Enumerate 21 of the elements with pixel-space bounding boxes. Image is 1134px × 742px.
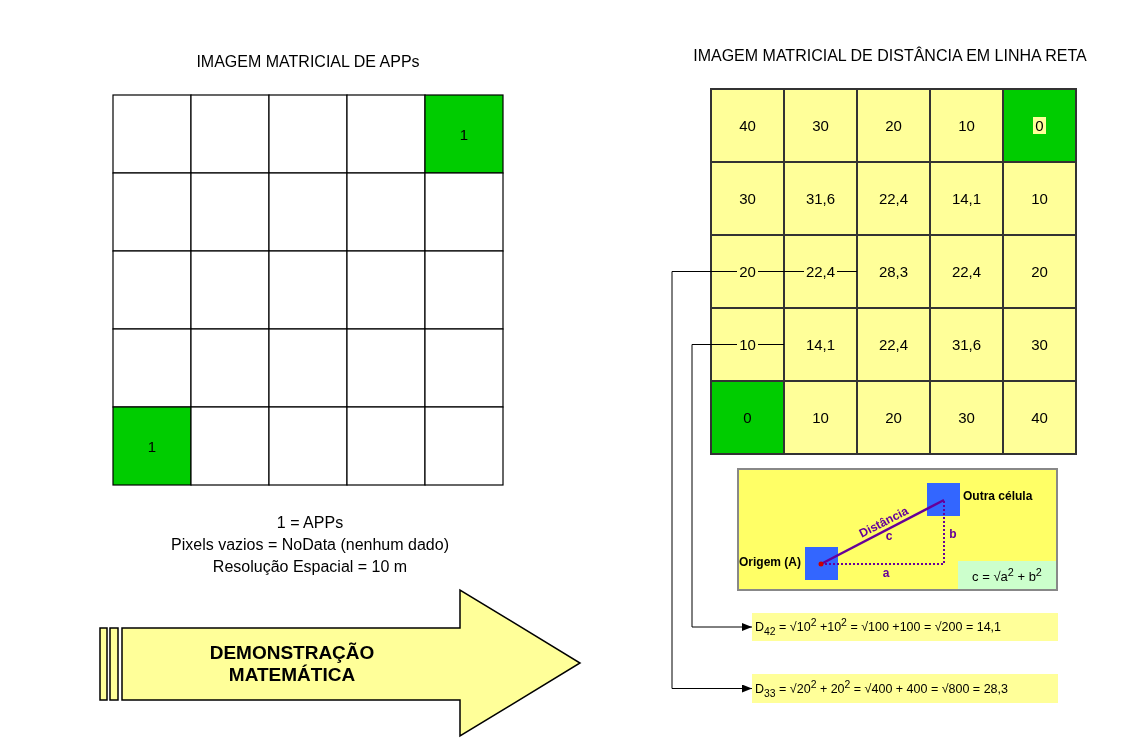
formula-box: D$_{33}$ = √20$^{2}$ + 20$^{2}$ = √400 + 400 = √800 = 28,3 [752, 674, 1058, 703]
cell-value: 0 [743, 409, 752, 426]
legend-text: 1 = APPs [276, 514, 344, 532]
cell-value: 1 [459, 125, 469, 143]
origin-label: Origem (A) [739, 555, 801, 569]
arrow-label: DEMONSTRAÇÃO MATEMÁTICA [208, 642, 376, 686]
legend-text: Pixels vazios = NoData (nenhum dado) [171, 536, 449, 554]
equation: c = √a$^{2}$ + b$^{2}$ [972, 565, 1042, 585]
panel-title: IMAGEM MATRICIAL DE APPs [196, 53, 420, 71]
leader-arrow [691, 344, 785, 631]
formula-box: D$_{42}$ = √10$^{2}$ +10$^{2}$ = √100 +100 = √200 = 14,1 [752, 613, 1058, 641]
cell-caption: Outra célula [963, 489, 1033, 503]
cell-value: 0 [1033, 117, 1046, 134]
leader-arrow [671, 271, 858, 693]
cell-value: 14,1 [805, 336, 836, 353]
cell-value: 28,3 [878, 263, 909, 280]
side-label: a [882, 566, 890, 580]
legend-text: Resolução Espacial = 10 m [212, 558, 408, 576]
cell-value: 1 [147, 437, 157, 455]
panel-title: IMAGEM MATRICIAL DE DISTÂNCIA EM LINHA RETA [693, 47, 1087, 65]
side-label: b [949, 527, 957, 541]
